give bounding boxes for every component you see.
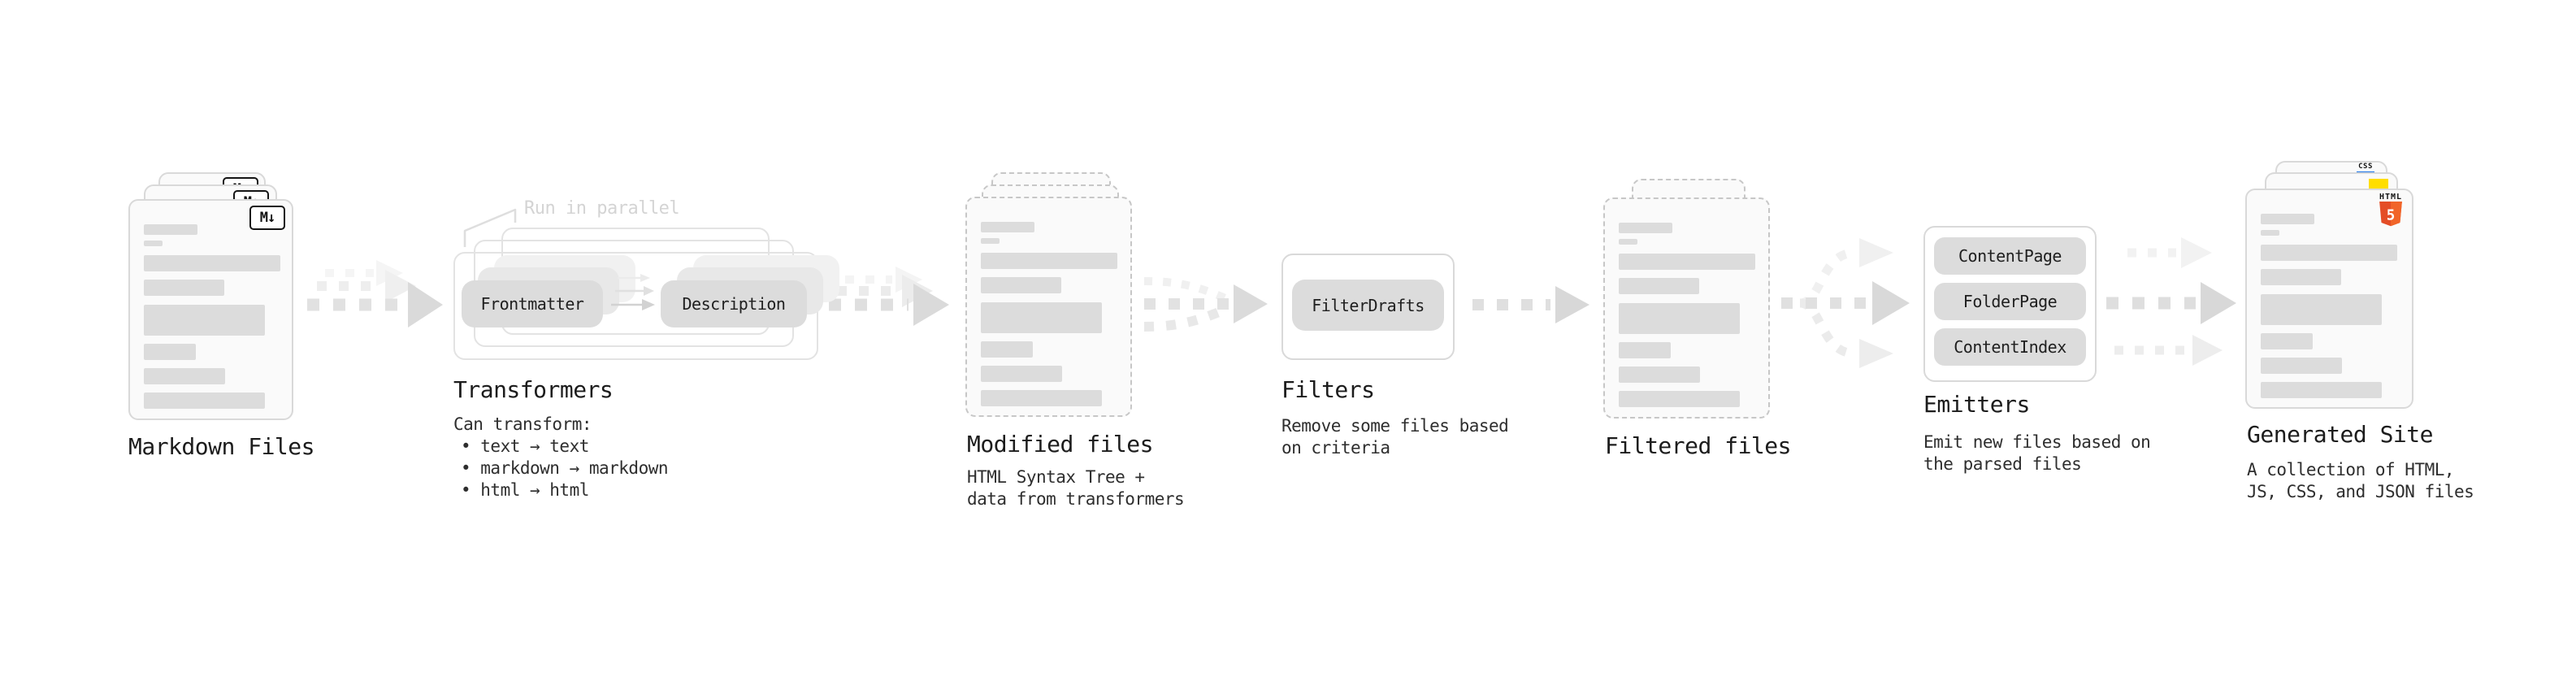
stage-label-generated: Generated Site <box>2247 421 2434 448</box>
skeleton-line <box>2261 294 2382 325</box>
skeleton-line <box>144 344 196 360</box>
skeleton-line <box>2261 382 2382 398</box>
skeleton-line <box>144 393 265 409</box>
markdown-badge-text: M↓ <box>259 210 276 226</box>
skeleton-line <box>1619 367 1700 383</box>
skeleton-line <box>981 390 1102 406</box>
stage-label-transformers: Transformers <box>453 376 614 403</box>
frontmatter-pill-label: Frontmatter <box>480 294 584 314</box>
css-badge-text: CSS <box>2358 163 2373 171</box>
generated-caption-2: JS, CSS, and JSON files <box>2247 482 2474 501</box>
html5-logo-text: HTML <box>2379 193 2403 202</box>
emitters-caption-2: the parsed files <box>1923 454 2082 474</box>
skeleton-line <box>1619 342 1671 358</box>
skeleton-line <box>1619 391 1740 407</box>
stage-label-filtered: Filtered files <box>1605 432 1792 459</box>
description-pill-label: Description <box>682 294 786 314</box>
filtered-doc-front <box>1603 197 1770 419</box>
skeleton-line <box>144 241 163 246</box>
stage-generated-site: CSS HTML 5 Generated Site A collection o… <box>2245 153 2489 510</box>
skeleton-line <box>981 253 1117 269</box>
folderpage-pill: FolderPage <box>1934 283 2086 320</box>
skeleton-line <box>981 341 1033 358</box>
stage-label-markdown: Markdown Files <box>128 433 315 460</box>
html5-shield: 5 <box>2379 202 2402 227</box>
skeleton-line <box>144 305 265 336</box>
contentindex-pill: ContentIndex <box>1934 328 2086 366</box>
markdown-doc-front: M↓ <box>128 199 293 420</box>
html5-shield-number: 5 <box>2387 207 2396 223</box>
html5-icon: HTML 5 <box>2378 193 2404 228</box>
filters-caption-1: Remove some files based <box>1281 416 1509 436</box>
generated-caption-1: A collection of HTML, <box>2247 460 2455 479</box>
skeleton-line <box>1619 223 1672 233</box>
skeleton-line <box>1619 303 1740 334</box>
skeleton-line <box>2261 230 2279 236</box>
javascript-icon <box>2369 179 2388 189</box>
stage-emitters: ContentPage FolderPage ContentIndex Emit… <box>1923 226 2151 486</box>
pill-connector-arrows <box>611 274 655 310</box>
annotation-pointer-line <box>463 208 517 247</box>
stage-label-modified: Modified files <box>967 431 1154 458</box>
modified-doc-front <box>965 197 1132 417</box>
filters-caption-2: on criteria <box>1281 438 1390 458</box>
stage-filters: FilterDrafts Filters Remove some files b… <box>1281 254 1509 465</box>
skeleton-line <box>2261 333 2313 349</box>
run-in-parallel-annotation: Run in parallel <box>524 198 680 219</box>
skeleton-line <box>981 302 1102 333</box>
skeleton-line <box>144 368 225 384</box>
generated-doc-html: HTML 5 <box>2245 189 2413 409</box>
transformers-caption-title: Can transform: <box>453 414 592 434</box>
contentindex-pill-label: ContentIndex <box>1954 337 2066 357</box>
skeleton-line <box>981 277 1061 293</box>
skeleton-line <box>144 255 280 271</box>
arrow-transformers-to-modified <box>829 267 949 326</box>
contentpage-pill-label: ContentPage <box>1958 246 2062 266</box>
transformers-bullet-2: • markdown → markdown <box>461 458 669 478</box>
emitters-caption-1: Emit new files based on <box>1923 432 2151 452</box>
stage-modified-files: Modified files HTML Syntax Tree + data f… <box>965 163 1217 512</box>
stage-transformers: Run in parallel Frontmatter Description … <box>453 195 839 504</box>
skeleton-line <box>981 238 1000 244</box>
skeleton-line <box>1619 239 1637 245</box>
skeleton-line <box>144 224 197 235</box>
stage-label-filters: Filters <box>1281 376 1375 403</box>
frontmatter-pill: Frontmatter <box>462 280 603 327</box>
folderpage-pill-label: FolderPage <box>1962 292 2058 311</box>
skeleton-line <box>2261 269 2341 285</box>
skeleton-line <box>2261 214 2314 224</box>
filterdrafts-pill-label: FilterDrafts <box>1312 295 1425 315</box>
transformers-bullet-3: • html → html <box>461 480 589 500</box>
description-pill: Description <box>661 280 807 327</box>
contentpage-pill: ContentPage <box>1934 237 2086 275</box>
transformers-bullet-1: • text → text <box>461 436 589 456</box>
skeleton-line <box>2261 358 2342 374</box>
stage-filtered-files: Filtered files <box>1603 179 1847 471</box>
markdown-icon: M↓ <box>249 206 285 230</box>
skeleton-line <box>2261 245 2397 261</box>
modified-caption-2: data from transformers <box>967 489 1185 509</box>
skeleton-line <box>1619 254 1755 270</box>
skeleton-line <box>1619 278 1699 294</box>
stage-markdown-files: M↓ M↓ M↓ Markdown Files <box>128 163 372 471</box>
modified-caption-1: HTML Syntax Tree + <box>967 467 1145 487</box>
skeleton-line <box>981 366 1062 382</box>
skeleton-line <box>144 280 224 296</box>
filterdrafts-pill: FilterDrafts <box>1292 280 1444 331</box>
skeleton-line <box>981 222 1034 232</box>
stage-label-emitters: Emitters <box>1923 391 2030 418</box>
